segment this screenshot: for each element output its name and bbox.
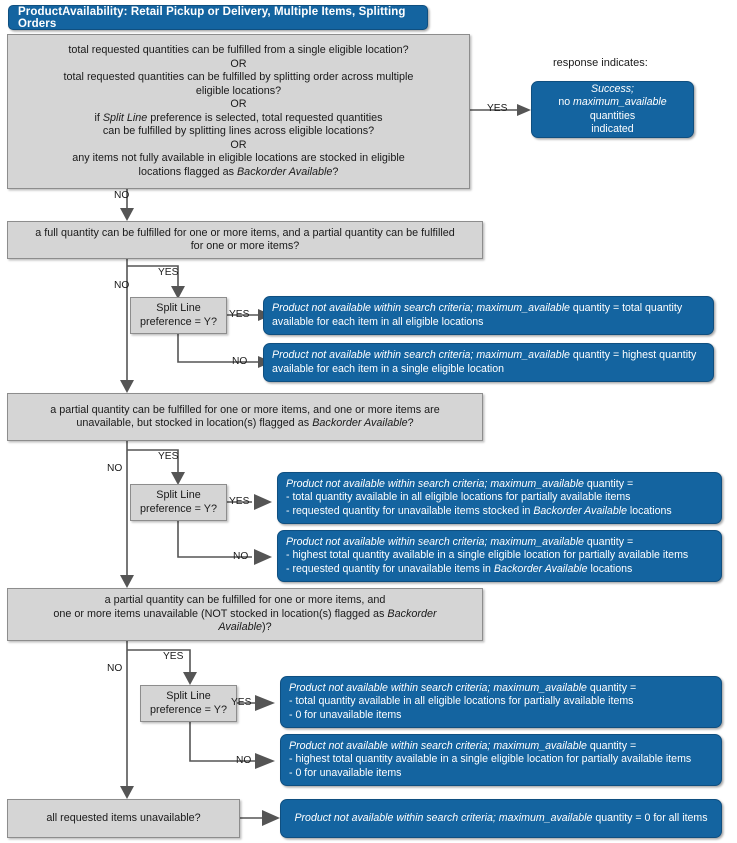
edge-label-d2-no: NO	[114, 280, 130, 291]
outcome-3-yes-line-1: Product not available within search crit…	[289, 681, 637, 694]
outcome-2-yes-line-2: - total quantity available in all eligib…	[286, 491, 631, 504]
edge-label-split3-yes: YES	[231, 697, 252, 708]
arrowhead-split3-yes	[255, 695, 275, 711]
response-indicates-label: response indicates:	[553, 57, 648, 69]
outcome-1-yes-line-2: available for each item in all eligible …	[272, 315, 484, 328]
arrowhead-split2-yes	[254, 494, 272, 510]
arrowhead-d3-to-d4	[120, 575, 134, 588]
arrowhead-d5-out	[262, 810, 280, 826]
arrowhead-split3-no	[255, 753, 275, 769]
edge-label-d1-no: NO	[114, 190, 130, 201]
decision-1-line-3: total requested quantities can be fulfil…	[63, 71, 414, 83]
edge-label-d4-no: NO	[107, 663, 123, 674]
edge-label-d4-yes: YES	[163, 651, 184, 662]
outcome-2-yes-line-1: Product not available within search crit…	[286, 477, 634, 490]
decision-4-line-2: one or more items unavailable (NOT stock…	[53, 607, 437, 620]
outcome-2-no-line-2: - highest total quantity available in a …	[286, 549, 689, 562]
split-line-1-line-2: preference = Y?	[140, 315, 217, 328]
arrowhead-d1-yes	[517, 104, 531, 116]
decision-box-1[interactable]: total requested quantities can be fulfil…	[7, 34, 470, 189]
outcome-2-yes[interactable]: Product not available within search crit…	[277, 472, 722, 524]
decision-1-line-10: locations flagged as Backorder Available…	[138, 165, 339, 178]
decision-3-line-2: unavailable, but stocked in location(s) …	[76, 417, 414, 429]
outcome-2-no-line-3: - requested quantity for unavailable ite…	[286, 562, 633, 575]
decision-box-4[interactable]: a partial quantity can be fulfilled for …	[7, 588, 483, 641]
split-line-2-line-2: preference = Y?	[140, 502, 217, 515]
outcome-4[interactable]: Product not available within search crit…	[280, 799, 722, 838]
outcome-3-yes[interactable]: Product not available within search crit…	[280, 676, 722, 728]
edge-label-d3-yes: YES	[158, 451, 179, 462]
split-line-3-line-2: preference = Y?	[150, 703, 227, 716]
arrowhead-d4-to-d5	[120, 786, 134, 799]
decision-2-line-1: a full quantity can be fulfilled for one…	[35, 226, 455, 239]
arrowhead-d4-yes	[183, 672, 197, 685]
decision-1-line-8: OR	[230, 138, 247, 151]
outcome-2-no-line-1: Product not available within search crit…	[286, 535, 634, 548]
edge-label-d2-yes: YES	[158, 267, 179, 278]
decision-1-line-9: any items not fully available in eligibl…	[72, 152, 405, 164]
outcome-3-yes-line-3: - 0 for unavailable items	[289, 708, 402, 721]
edge-label-split2-yes: YES	[229, 496, 250, 507]
edge-label-split1-yes: YES	[229, 309, 250, 320]
outcome-3-no[interactable]: Product not available within search crit…	[280, 734, 722, 786]
split-line-decision-2[interactable]: Split Line preference = Y?	[130, 484, 227, 521]
split-line-1-line-1: Split Line	[156, 302, 201, 314]
decision-box-3[interactable]: a partial quantity can be fulfilled for …	[7, 393, 483, 441]
outcome-3-yes-line-2: - total quantity available in all eligib…	[289, 695, 634, 708]
edge-label-split3-no: NO	[236, 755, 252, 766]
outcome-1-no-line-1: Product not available within search crit…	[272, 349, 697, 362]
outcome-1-yes-line-1: Product not available within search crit…	[272, 302, 683, 315]
edge-label-d3-no: NO	[107, 463, 123, 474]
wire-split1-no	[177, 334, 262, 363]
decision-3-line-1: a partial quantity can be fulfilled for …	[50, 403, 440, 416]
outcome-3-no-line-3: - 0 for unavailable items	[289, 766, 402, 779]
outcome-2-no[interactable]: Product not available within search crit…	[277, 530, 722, 582]
split-line-decision-1[interactable]: Split Line preference = Y?	[130, 297, 227, 334]
outcome-4-line-1: Product not available within search crit…	[294, 811, 708, 824]
split-line-decision-3[interactable]: Split Line preference = Y?	[140, 685, 237, 722]
arrowhead-split2-no	[254, 549, 272, 565]
outcome-1-no-line-2: available for each item in a single elig…	[272, 362, 505, 375]
decision-1-line-7: can be fulfilled by splitting lines acro…	[102, 125, 375, 137]
arrowhead-d1-no	[120, 208, 134, 221]
split-line-3-line-1: Split Line	[166, 690, 211, 702]
edge-label-split1-no: NO	[232, 356, 248, 367]
outcome-success[interactable]: Success; no maximum_available quantities…	[531, 81, 694, 138]
decision-box-5[interactable]: all requested items unavailable?	[7, 799, 240, 838]
decision-5-line-1: all requested items unavailable?	[46, 811, 201, 824]
edge-label-split2-no: NO	[233, 551, 249, 562]
outcome-3-no-line-1: Product not available within search crit…	[289, 739, 637, 752]
decision-4-line-3: Available)?	[218, 621, 272, 634]
outcome-1-yes[interactable]: Product not available within search crit…	[263, 296, 714, 335]
outcome-3-no-line-2: - highest total quantity available in a …	[289, 753, 692, 766]
decision-1-line-6: if Split Line preference is selected, to…	[94, 111, 383, 124]
arrowhead-d2-to-d3	[120, 380, 134, 393]
decision-box-2[interactable]: a full quantity can be fulfilled for one…	[7, 221, 483, 259]
split-line-2-line-1: Split Line	[156, 489, 201, 501]
page-title: ProductAvailability: Retail Pickup or De…	[8, 5, 428, 30]
decision-1-line-2: OR	[230, 57, 247, 70]
edge-label-d1-yes: YES	[487, 103, 508, 114]
outcome-1-no[interactable]: Product not available within search crit…	[263, 343, 714, 382]
decision-2-line-2: for one or more items?	[190, 240, 300, 252]
outcome-success-line-1: Success;	[591, 82, 634, 95]
decision-1-line-4: eligible locations?	[195, 84, 282, 97]
decision-4-line-1: a partial quantity can be fulfilled for …	[104, 594, 386, 607]
outcome-success-line-2: no maximum_available quantities	[558, 96, 667, 122]
outcome-success-line-3: indicated	[591, 122, 634, 135]
decision-1-line-5: OR	[230, 98, 247, 110]
outcome-2-yes-line-3: - requested quantity for unavailable ite…	[286, 504, 672, 517]
decision-1-line-1: total requested quantities can be fulfil…	[68, 44, 409, 56]
